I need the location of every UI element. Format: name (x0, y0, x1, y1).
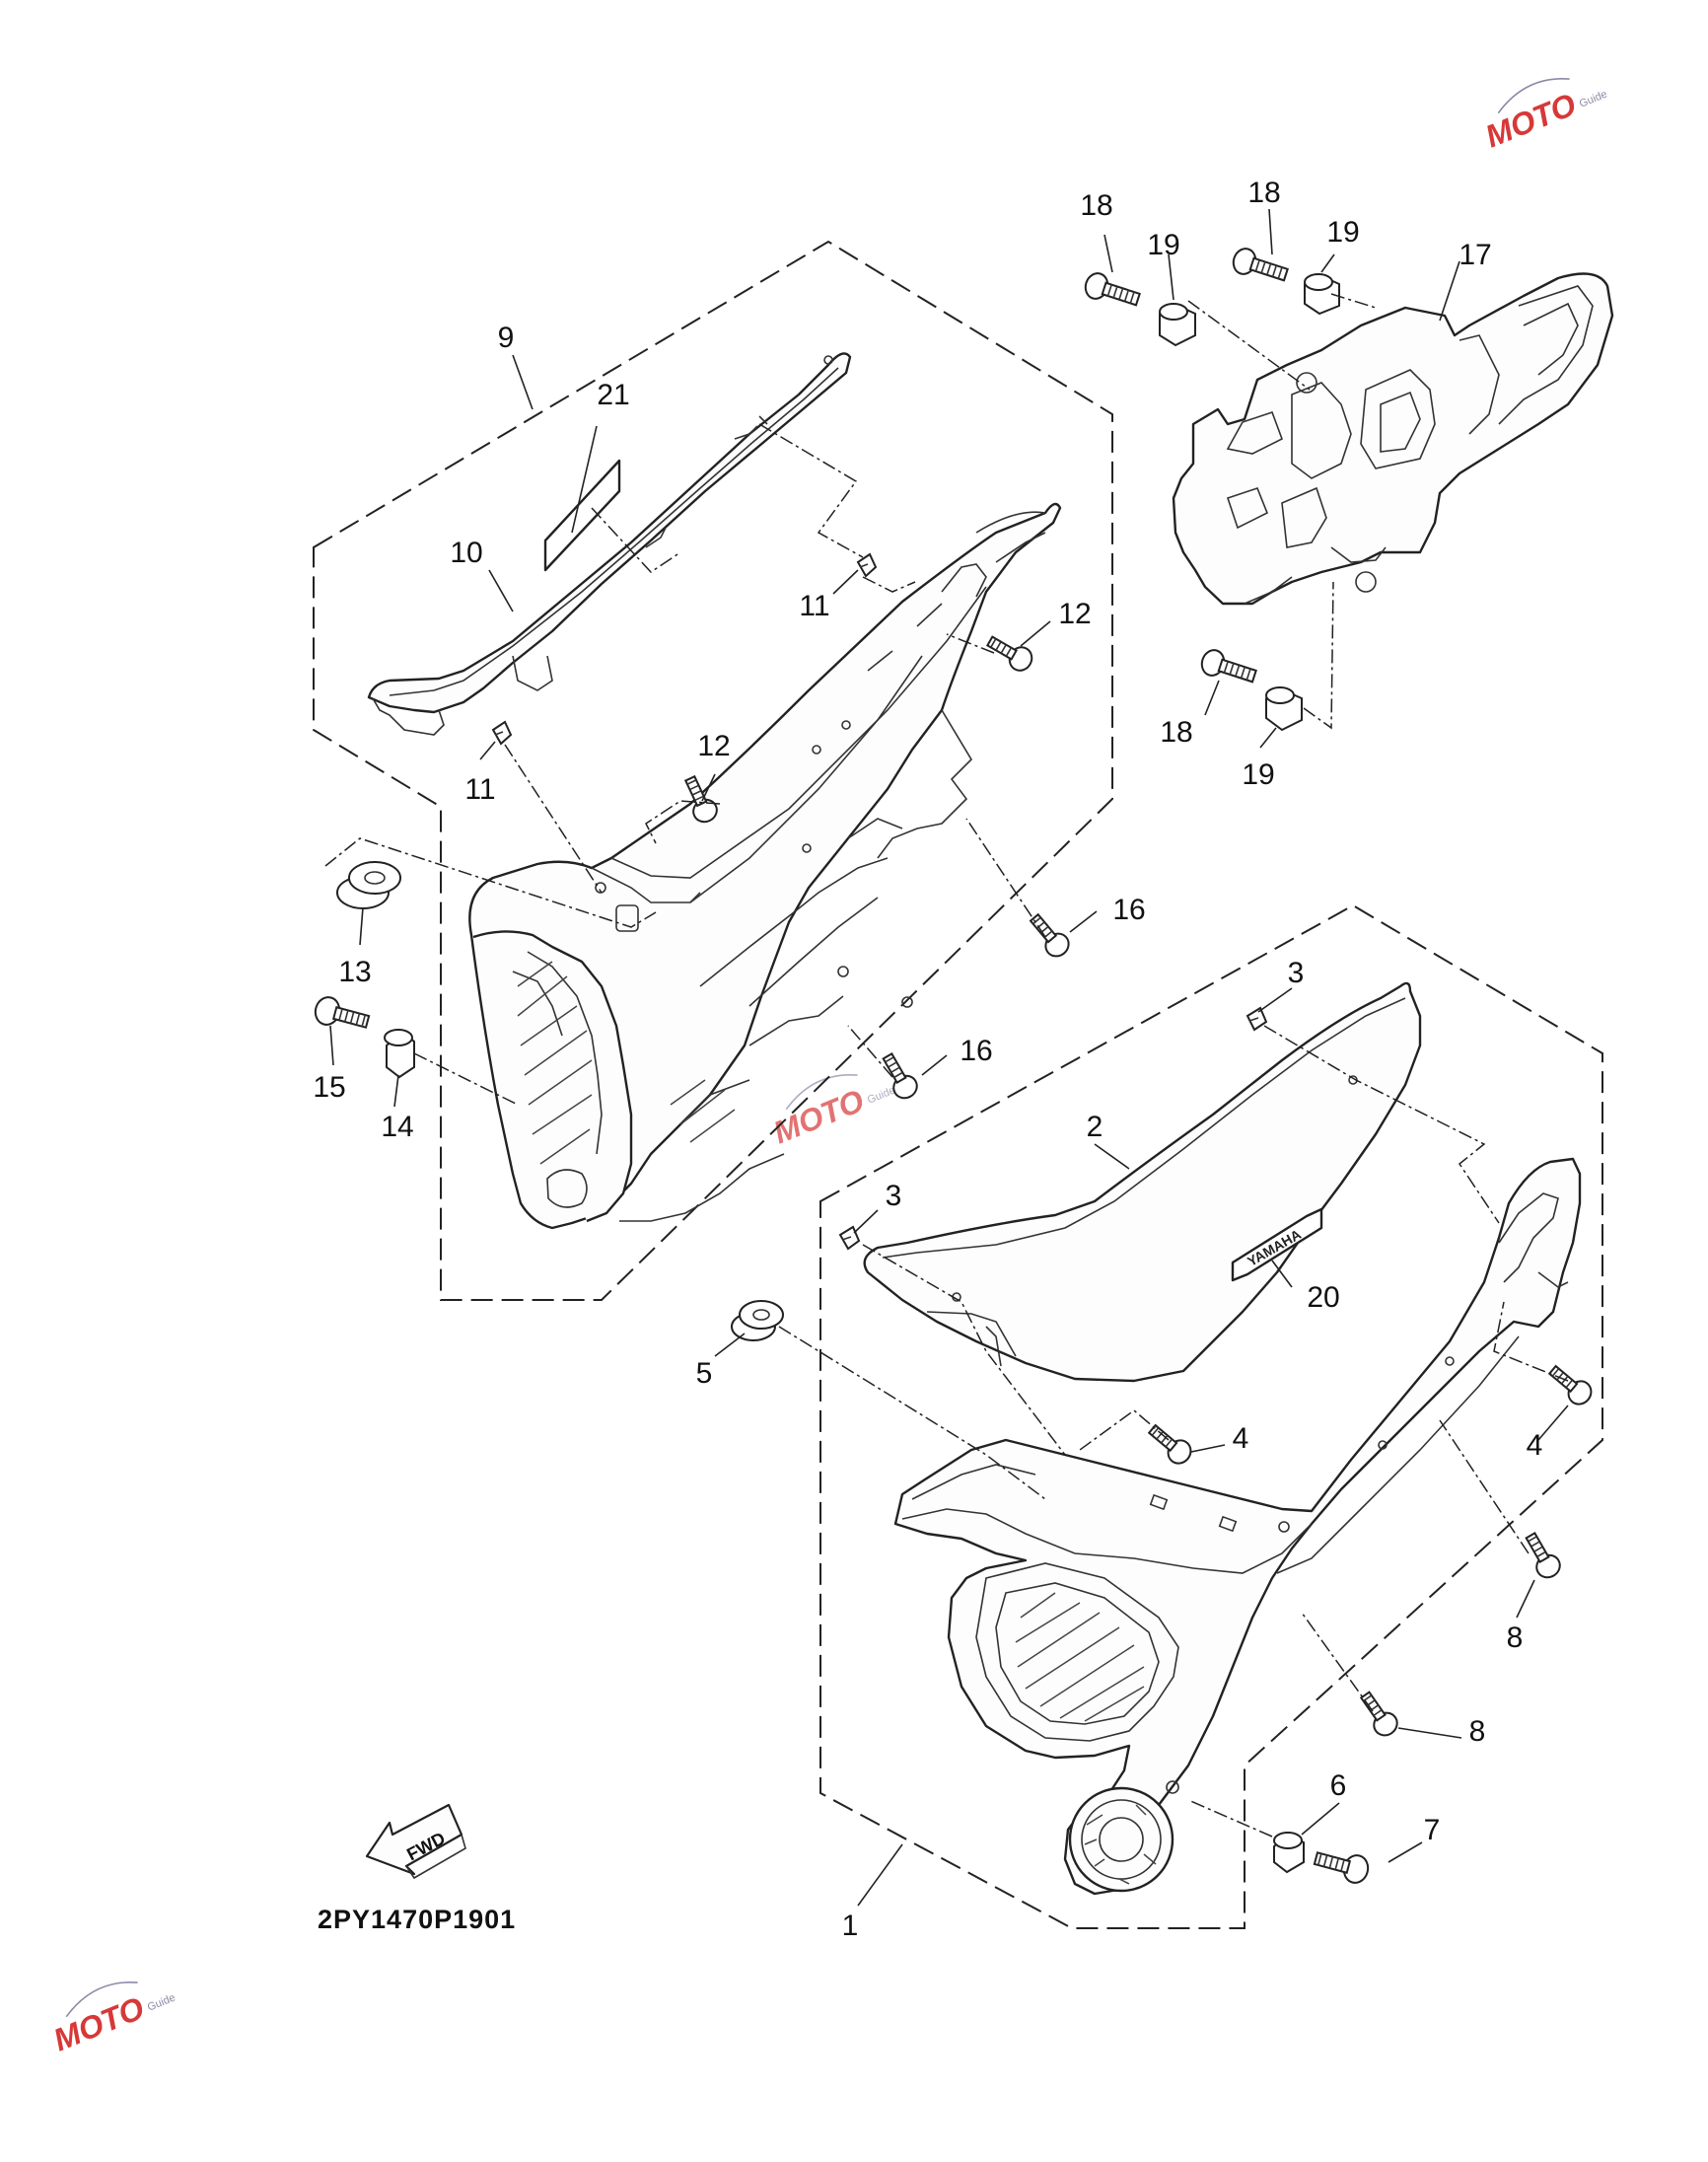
callout-19-c: 19 (1242, 758, 1274, 791)
watermark-logo-top: MOTO Guide (1480, 77, 1609, 154)
callout-19-b: 19 (1326, 216, 1359, 249)
callout-3-b: 3 (886, 1180, 902, 1212)
svg-text:Guide: Guide (1578, 88, 1609, 109)
callout-6: 6 (1330, 1769, 1347, 1802)
clip-nut-11-a (856, 552, 878, 578)
svg-text:Guide: Guide (146, 1991, 178, 2013)
callout-3-a: 3 (1288, 957, 1305, 989)
screw-4-b (1547, 1364, 1593, 1405)
callout-8-b: 8 (1469, 1715, 1486, 1748)
callout-19-a: 19 (1147, 229, 1179, 261)
callout-15: 15 (313, 1071, 345, 1104)
callout-labels: 9 21 10 11 12 12 11 13 15 14 16 16 18 19… (313, 177, 1542, 1942)
callout-4-a: 4 (1233, 1422, 1249, 1455)
svg-text:Guide: Guide (866, 1084, 897, 1106)
callout-1: 1 (842, 1910, 859, 1942)
collar-19-b (1304, 272, 1340, 316)
trim-part-10 (367, 352, 852, 736)
svg-text:MOTO: MOTO (48, 1989, 149, 2057)
callout-16-a: 16 (1112, 894, 1145, 926)
diagram-code: 2PY1470P1901 (318, 1905, 516, 1934)
screw-18-a (1084, 272, 1141, 307)
callout-17: 17 (1459, 239, 1491, 271)
forward-direction-arrow-icon: FWD (365, 1803, 466, 1880)
screw-4-a (1147, 1423, 1192, 1465)
callout-4-b: 4 (1527, 1429, 1543, 1462)
screw-7 (1313, 1851, 1370, 1884)
callout-leaders (329, 208, 1569, 1907)
group-1-dashed-outline (819, 903, 1603, 1929)
svg-text:MOTO: MOTO (1480, 86, 1581, 154)
screw-12-b (683, 774, 718, 824)
side-cover-part-2 (863, 981, 1422, 1383)
screw-16-b (882, 1051, 918, 1100)
callout-11-b: 11 (464, 773, 495, 806)
screw-8-a (1525, 1531, 1561, 1579)
clip-nut-3-a (1245, 1006, 1268, 1032)
callout-14: 14 (381, 1111, 413, 1143)
screw-18-b (1232, 248, 1289, 282)
watermark-logo-bottom: MOTO Guide (48, 1981, 178, 2057)
callout-13: 13 (338, 956, 371, 988)
callout-7: 7 (1424, 1814, 1441, 1846)
group-9-dashed-outline (313, 240, 1113, 1301)
sticker-part-21 (543, 459, 681, 573)
collar-19-c (1265, 686, 1303, 732)
callout-8-a: 8 (1507, 1622, 1524, 1654)
callout-11-a: 11 (799, 590, 829, 622)
collar-19-a (1159, 302, 1196, 347)
callout-16-b: 16 (960, 1035, 992, 1067)
callout-12-a: 12 (1058, 598, 1091, 630)
screw-18-c (1200, 649, 1257, 684)
callout-20: 20 (1307, 1281, 1339, 1314)
side-panel-part-1 (893, 1157, 1582, 1896)
callout-9: 9 (498, 322, 515, 354)
callout-5: 5 (696, 1357, 713, 1390)
center-lines (324, 293, 1569, 1838)
callout-18-a: 18 (1080, 189, 1112, 222)
callout-2: 2 (1087, 1111, 1103, 1143)
bracket-part-17 (1172, 272, 1614, 606)
screw-16-a (1029, 912, 1070, 958)
collar-14 (384, 1029, 415, 1079)
screw-8-b (1359, 1691, 1398, 1737)
callout-12-b: 12 (697, 730, 730, 762)
svg-text:MOTO: MOTO (768, 1082, 869, 1150)
callout-10: 10 (450, 537, 482, 569)
watermark-logo-center: MOTO Guide (768, 1073, 897, 1150)
clip-nut-11-b (491, 720, 513, 746)
screw-15 (314, 996, 371, 1029)
rear-cover-part-9 (468, 502, 1062, 1230)
callout-21: 21 (597, 379, 629, 411)
grommet-13 (336, 861, 401, 909)
collar-6 (1273, 1832, 1305, 1874)
screw-12-a (985, 635, 1033, 672)
grommet-5 (731, 1300, 784, 1341)
callout-18-b: 18 (1247, 177, 1280, 209)
callout-18-c: 18 (1160, 716, 1192, 749)
